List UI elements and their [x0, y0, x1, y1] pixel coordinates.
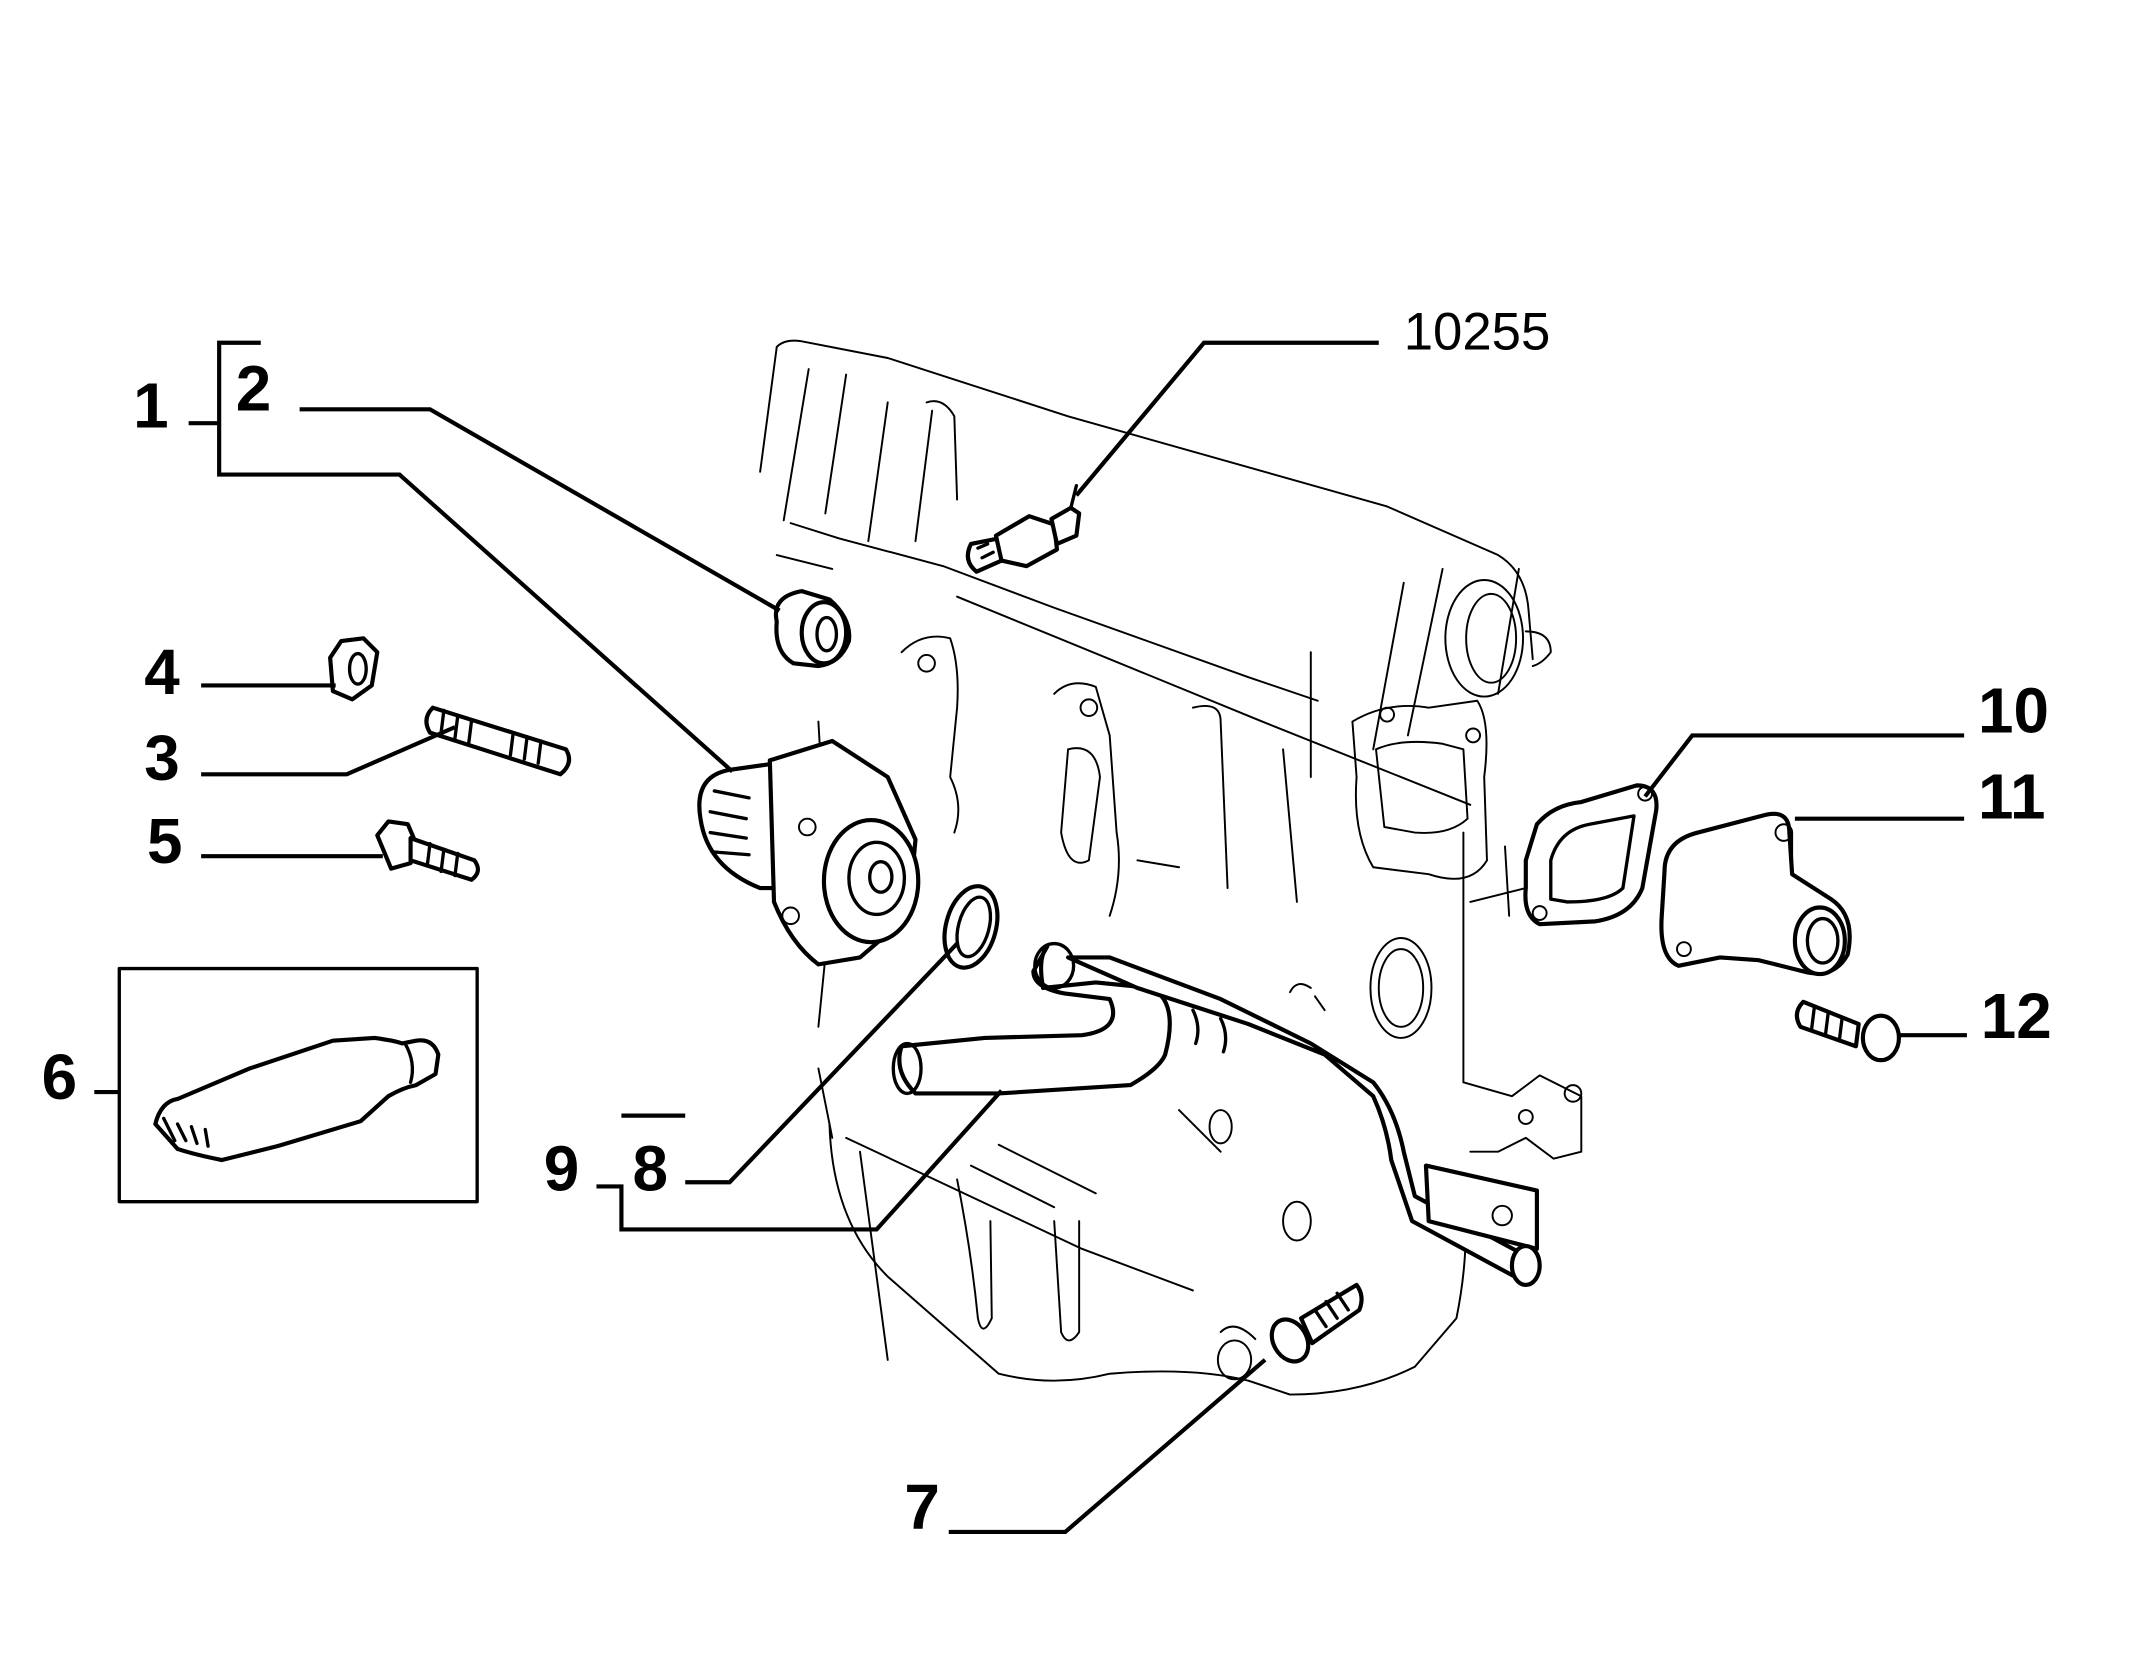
thermostat-housing[interactable]: [1659, 811, 1852, 977]
callout-10[interactable]: 10: [1978, 675, 2049, 747]
nut-part[interactable]: [328, 636, 380, 702]
o-ring-seal[interactable]: [936, 880, 1006, 973]
callout-3[interactable]: 3: [144, 722, 179, 794]
bolt-part[interactable]: [375, 819, 480, 882]
callout-10255[interactable]: 10255: [1404, 303, 1551, 362]
callout-2[interactable]: 2: [236, 353, 271, 425]
pump-bushing[interactable]: [773, 589, 852, 669]
sealant-tube-box[interactable]: [117, 966, 479, 1204]
leader-lines: [94, 340, 1967, 1534]
water-pump[interactable]: [697, 738, 921, 967]
temperature-sensor[interactable]: [965, 483, 1082, 574]
callout-9[interactable]: 9: [544, 1133, 579, 1205]
engine-block: [759, 339, 1583, 1396]
callout-12[interactable]: 12: [1981, 980, 2052, 1052]
callout-6[interactable]: 6: [42, 1041, 77, 1113]
callout-7[interactable]: 7: [904, 1471, 939, 1543]
callout-8[interactable]: 8: [633, 1133, 668, 1205]
thermostat-gasket[interactable]: [1523, 783, 1659, 927]
housing-bolt[interactable]: [1794, 999, 1902, 1063]
pipe-bracket-bolt[interactable]: [1264, 1282, 1364, 1368]
callout-5[interactable]: 5: [147, 805, 182, 877]
callout-4[interactable]: 4: [144, 636, 180, 708]
callout-labels: 10255 1 2 4 3 5 6 9 8 7 10 11 12: [42, 303, 2052, 1543]
coolant-pipe[interactable]: [891, 941, 1542, 1288]
callout-11[interactable]: 11: [1978, 761, 2045, 833]
stud-part[interactable]: [424, 705, 572, 777]
callout-1[interactable]: 1: [133, 369, 168, 441]
